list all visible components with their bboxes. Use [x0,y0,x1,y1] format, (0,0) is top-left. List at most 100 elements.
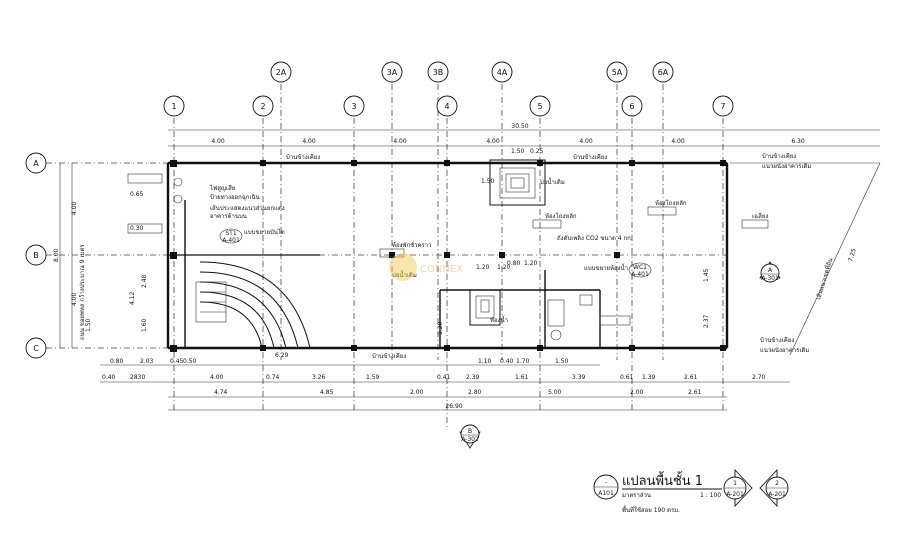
grid-bubble-4A [491,61,513,83]
label-co2-note: ถังดับเพลิง CO2 ขนาด 4 กก. [557,235,633,242]
grid-bubble-B [25,244,47,266]
title-marker: - [605,479,607,486]
dim-left-inner-1: 4.12 [129,291,136,305]
dim-b2-8: 1.61 [515,374,529,381]
dim-int-4: 1.20 [524,260,538,267]
dim-b2-5: 1.59 [366,374,380,381]
label-room-porch: เฉลียง [752,212,768,220]
dim-b2-7: 2.39 [466,374,480,381]
grid-label-A: A [33,159,39,168]
dim-b3-6: 2.61 [688,389,702,396]
grid-bubble-A [25,152,47,174]
label-room-main: ห้องโถงหลัก [545,212,577,220]
dim-b2-0: 0.40 [102,374,116,381]
dim-int-6: 1.45 [703,268,710,282]
label-neighbor-right-top: บ้านข้างเคียง [762,152,796,160]
dim-int-3: 0.80 [507,260,521,267]
title-block: - A101 แปลนพื้นชั้น 1 มาตราส่วน 1 : 100 … [593,468,789,514]
dim-b3-4: 5.00 [548,389,562,396]
label-road: ถนน ซอยพหล กว้างประมาณ 9 เมตร [79,244,86,340]
grid-bubble-3A [381,61,403,83]
dim-b1-1: 2.03 [140,358,154,365]
grid-label-3B: 3B [433,68,444,77]
dim-b3-0: 4.74 [214,389,228,396]
grid-bubble-6 [621,95,643,117]
dim-b1-2: 0.45 [170,358,184,365]
label-neighbor-top-right: บ้านข้างเคียง [573,153,607,161]
label-neighbor-top-left: บ้านข้างเคียง [286,153,320,161]
grid-label-7: 7 [720,102,725,111]
section-a-letter: A [768,267,773,274]
dim-top-6: 4.00 [671,138,685,145]
dim-b2-4: 3.26 [312,374,326,381]
dim-diagonal: 7.25 [847,248,858,263]
toilet-block: บ่อน้ำเดิม ห้องน้ำ [392,269,593,341]
grid-label-1: 1 [171,102,176,111]
staircase [195,261,311,349]
dim-b1-0: 0.80 [110,358,124,365]
scale-value: 1 : 100 [700,492,721,499]
label-room-main-2: ห้องโถงหลัก [655,199,687,207]
dim-b3-2: 2.00 [410,389,424,396]
dim-b2-1: 2830 [130,374,145,381]
dim-b3-3: 2.80 [468,389,482,396]
building-walls [166,160,729,352]
grid-label-2: 2 [260,102,265,111]
dim-b3-5: 2.00 [630,389,644,396]
dim-top-2: 4.00 [302,138,316,145]
dim-b1-5: 1.10 [478,358,492,365]
label-stair-tag: ST1 [225,230,236,237]
dim-left-part-1: 4.00 [71,201,78,215]
dim-b1-3: 0.50 [183,358,197,365]
area-label: พื้นที่ใช้สอย 190 ตรม. [622,504,680,514]
label-toilet: ห้องน้ำ [490,314,508,324]
label-neighbor-bottom: บ้านข้างเคียง [372,352,406,360]
grid-bubble-2 [252,95,274,117]
grid-lines [46,84,730,430]
dim-overall-top: 30.50 [511,123,528,130]
room-tags: ห้องพักชั่วคราว ห้องโถงหลัก ห้องโถงหลัก … [127,173,768,326]
dim-int-7: 2.37 [703,314,710,328]
section-a-ref: A-301 [761,275,779,282]
label-existing-well-1: บ่อน้ำเดิม [540,176,565,186]
grid-label-4: 4 [444,102,449,111]
dim-left-part-2: 4.00 [71,292,78,306]
grid-bubble-3 [343,95,365,117]
dim-b2-9: 3.39 [572,374,586,381]
grid-bubble-C [25,337,47,359]
label-boundary-line: เส้นแนวเขตที่ดิน [814,257,834,301]
scale-label: มาตราส่วน [622,492,651,499]
dim-b1-7: 1.70 [516,358,530,365]
section-b-ref: A-302 [461,436,479,443]
section-marker-a: A A-301 [759,261,781,283]
drawing-title: แปลนพื้นชั้น 1 [622,471,703,489]
left-dimensions: 8.00 4.00 4.00 4.12 1.50 1.60 2.48 [53,163,148,348]
label-old-wall-top: แนวผนังอาคารเดิม [762,163,811,170]
label-neighbor-right-bottom: บ้านข้างเคียง [760,336,794,344]
dim-b2-3: 0.74 [266,374,280,381]
dim-int-8: 0.65 [130,191,144,198]
grid-bubble-7 [712,95,734,117]
elev1-num: 1 [733,480,737,487]
grid-label-6: 6 [629,102,634,111]
dim-top-7: 6.30 [791,138,805,145]
elev2-num: 2 [775,480,779,487]
dim-b1-4: 6.29 [275,352,289,359]
dim-b2-10: 0.61 [620,374,634,381]
grid-bubble-3B [427,61,449,83]
grid-bubble-2A [270,61,292,83]
grid-label-5: 5 [537,102,542,111]
label-sign-3: เส้นประแสดงแนวส่วนยกแต่ง [210,205,285,212]
dim-top-5: 4.00 [579,138,593,145]
grid-label-B: B [33,251,39,260]
grid-label-3A: 3A [387,68,398,77]
bottom-dimensions: 0.80 2.03 0.45 0.50 6.29 1.10 0.40 1.70 … [100,352,790,411]
dim-b2-2: 4.00 [210,374,224,381]
top-dimensions: 30.50 4.00 4.00 4.00 4.00 4.00 4.00 6.30 [168,123,880,147]
dim-int-2: 1.20 [497,264,511,271]
label-stair-note: แบบขยายบันได [244,228,285,236]
section-b-letter: B [468,428,472,435]
label-old-wall-bottom: แนวผนังอาคารเดิม [760,347,809,354]
grid-bubble-1 [163,95,185,117]
